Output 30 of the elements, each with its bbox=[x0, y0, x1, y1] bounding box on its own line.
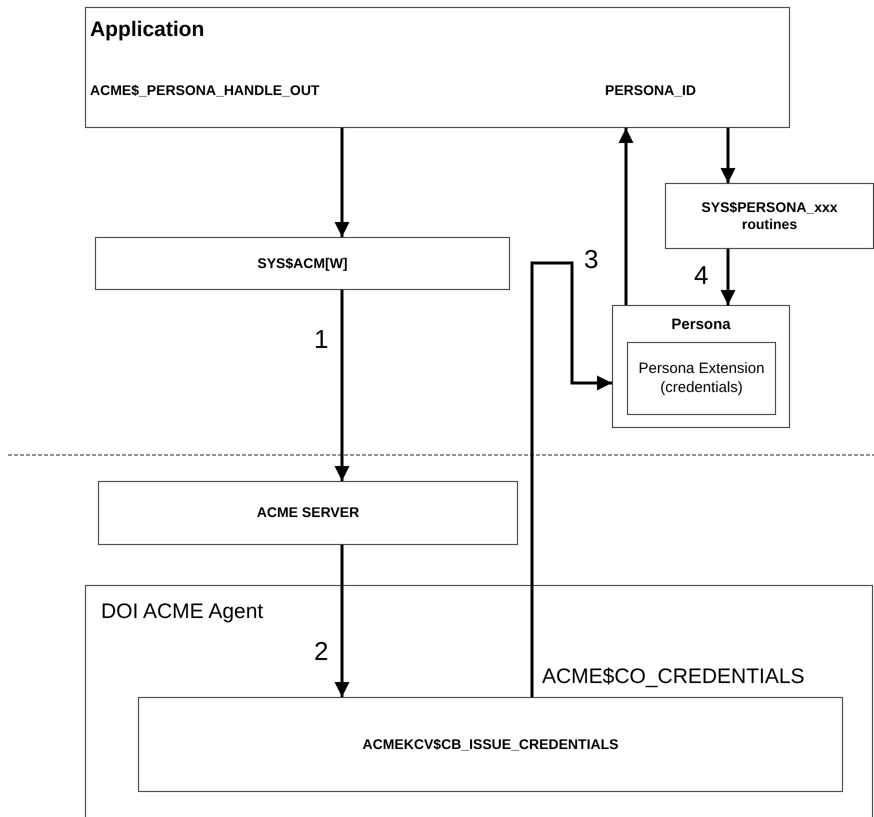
arrow bbox=[720, 249, 736, 305]
edge-label: 2 bbox=[314, 638, 328, 664]
arrow bbox=[530, 262, 612, 697]
process-box bbox=[85, 7, 790, 128]
process-box bbox=[98, 481, 518, 545]
process-box bbox=[612, 305, 790, 428]
process-box bbox=[627, 342, 776, 415]
node-text: SYS$PERSONA_xxx routines bbox=[700, 198, 839, 234]
process-box bbox=[95, 237, 510, 290]
node-text: ACME SERVER bbox=[256, 504, 360, 522]
node-text: ACME$CO_CREDENTIALS bbox=[542, 664, 805, 690]
arrow bbox=[334, 290, 350, 481]
agent-container bbox=[85, 585, 873, 817]
edge-label: 3 bbox=[584, 246, 598, 272]
arrow bbox=[334, 545, 350, 697]
node-text: SYS$ACM[W] bbox=[257, 254, 348, 272]
arrow bbox=[618, 128, 634, 305]
arrow bbox=[334, 128, 350, 237]
node-text: Application bbox=[90, 17, 204, 43]
process-box bbox=[138, 697, 843, 792]
node-text: ACMEKCV$CB_ISSUE_CREDENTIALS bbox=[362, 736, 618, 754]
edge-label: 1 bbox=[314, 326, 328, 352]
edge-label: 4 bbox=[694, 262, 708, 288]
arrow bbox=[720, 128, 736, 183]
node-text: PERSONA_ID bbox=[605, 81, 696, 100]
node-title: Persona bbox=[670, 315, 732, 335]
node-text: DOI ACME Agent bbox=[101, 599, 264, 625]
node-text: Persona Extension (credentials) bbox=[638, 360, 766, 398]
process-box bbox=[665, 183, 874, 249]
node-text: ACME$_PERSONA_HANDLE_OUT bbox=[90, 81, 320, 100]
